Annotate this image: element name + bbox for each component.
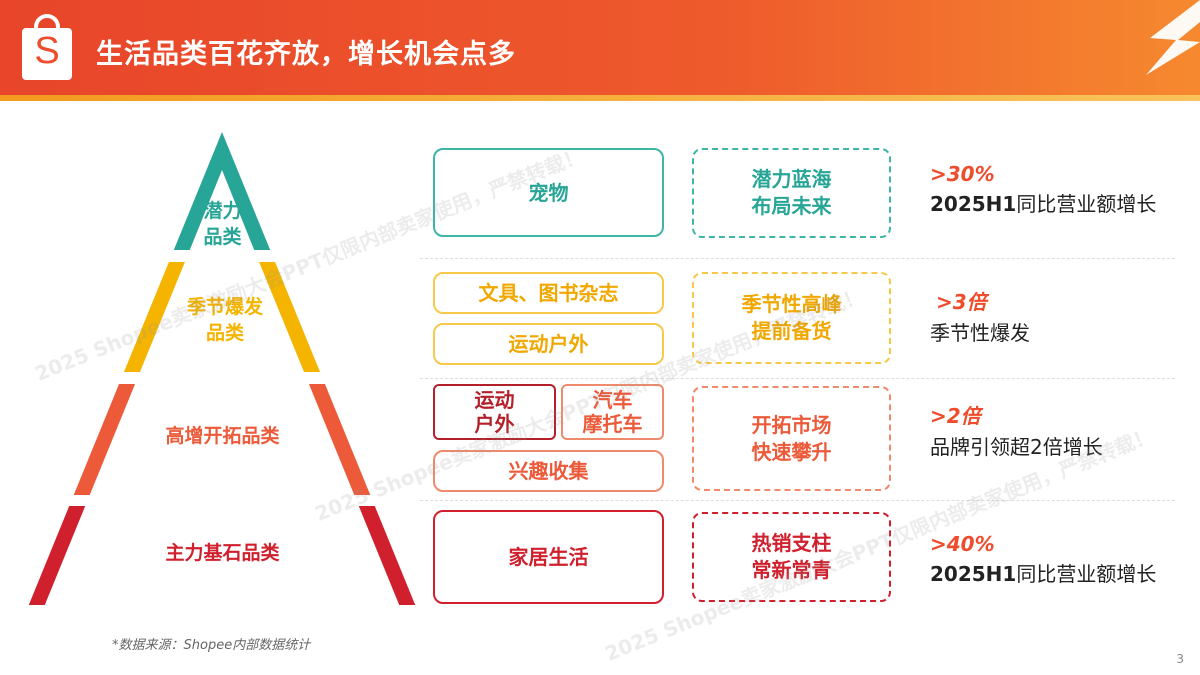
pyramid-seasonal-left [123,262,185,372]
header-banner [0,0,1200,95]
category-box-pets: 宠物 [433,148,664,237]
lightning-bolt-icon [1146,0,1200,75]
category-box-collectibles: 兴趣收集 [433,450,664,492]
tier-label-potential: 潜力 品类 [203,200,242,248]
category-box-home-living: 家居生活 [433,510,664,604]
stat-value: >3倍 [936,290,987,314]
pyramid [28,132,416,605]
divider [420,378,1175,379]
category-box-auto-moto: 汽车 摩托车 [561,384,664,440]
category-box-stationery: 文具、图书杂志 [433,272,664,314]
stat-seasonal: >3倍季节性爆发 [930,286,1030,346]
strategy-box-growth: 开拓市场 快速攀升 [692,386,891,491]
shopee-logo: S [22,14,72,80]
tier-label-seasonal: 季节爆发 品类 [186,296,263,344]
data-source-note: *数据来源：Shopee内部数据统计 [112,638,311,653]
strategy-box-potential: 潜力蓝海 布局未来 [692,148,891,238]
stat-desc: 2025H1同比营业额增长 [930,192,1157,216]
page-number: 3 [1176,652,1184,666]
header-underline [0,95,1200,101]
divider [420,258,1175,259]
pyramid-core-left [28,506,86,605]
category-box-sports-outdoor: 运动户外 [433,323,664,365]
strategy-box-core: 热销支柱 常新常青 [692,512,891,602]
tier-label-growth: 高增开拓品类 [165,425,280,447]
stat-desc: 品牌引领超2倍增长 [930,435,1103,459]
category-box-sports-outdoor-growth: 运动 户外 [433,384,556,440]
stat-value: >40% [930,532,995,556]
pyramid-potential-right [222,132,271,250]
pyramid-growth-left [73,384,136,495]
divider [420,500,1175,501]
stat-core: >40% 2025H1同比营业额增长 [930,532,1156,587]
stat-desc: 季节性爆发 [930,321,1030,345]
pyramid-potential-left [173,132,222,250]
stat-potential: >30% 2025H1同比营业额增长 [930,162,1156,217]
pyramid-seasonal-right [259,262,321,372]
pyramid-core-right [358,506,416,605]
pyramid-growth-right [308,384,371,495]
tier-label-core: 主力基石品类 [165,542,280,564]
stat-value: >2倍 [930,404,981,428]
strategy-box-seasonal: 季节性高峰 提前备货 [692,272,891,364]
stat-value: >30% [930,162,995,186]
stat-growth: >2倍品牌引领超2倍增长 [930,400,1103,460]
page-title: 生活品类百花齐放，增长机会点多 [96,39,516,70]
stat-desc: 2025H1同比营业额增长 [930,562,1157,586]
